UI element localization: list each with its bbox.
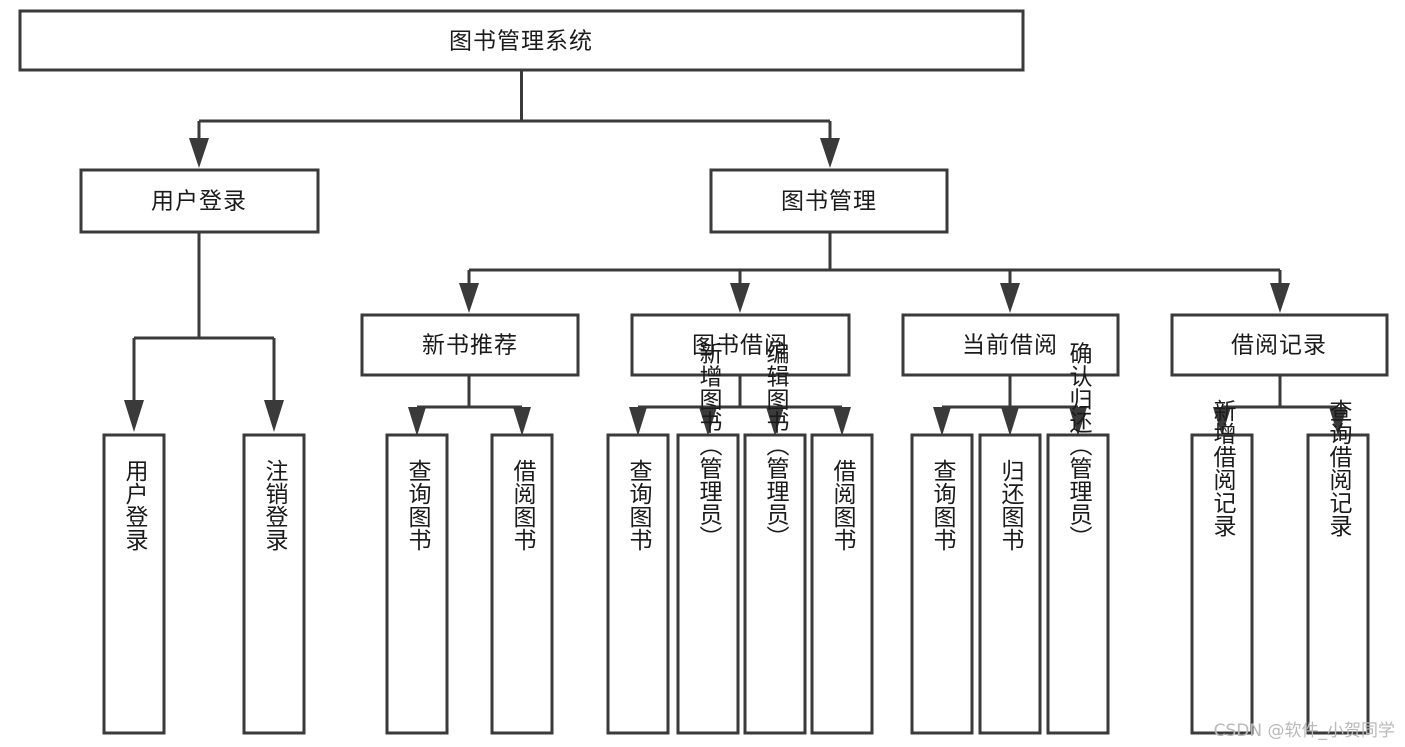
leaf-borrow-book-2[interactable]: 借阅图书 [810, 433, 874, 735]
leaf-query-book-1-label: 查询图书 [404, 459, 432, 551]
arrow-head-user-login [189, 138, 209, 168]
leaf-return-book[interactable]: 归还图书 [978, 433, 1042, 735]
leaf-user-login[interactable]: 用户登录 [102, 433, 166, 735]
node-root-label: 图书管理系统 [449, 29, 593, 55]
arrow-head-book-manage [820, 138, 840, 168]
arrow-head-new-book-recommend [459, 283, 479, 313]
arrow-head-leaf-add-book [699, 407, 717, 436]
arrow-head-leaf-borrow-book-1 [513, 407, 531, 436]
node-new-book-recommend-label: 新书推荐 [422, 333, 518, 359]
leaf-user-logout[interactable]: 注销登录 [242, 433, 306, 735]
leaf-query-book-1-box[interactable] [385, 433, 449, 735]
leaf-query-book-3-box[interactable] [910, 433, 974, 735]
leaf-borrow-book-1-label: 借阅图书 [509, 459, 537, 551]
arrow-head-leaf-query-book-2 [629, 407, 647, 436]
leaf-borrow-book-1-box[interactable] [490, 433, 554, 735]
leaf-user-login-box[interactable] [102, 433, 166, 735]
arrow-head-leaf-user-logout [264, 400, 284, 432]
arrow-head-leaf-query-book-3 [933, 407, 951, 436]
leaf-add-record-box[interactable] [1190, 433, 1254, 735]
leaf-user-login-label: 用户登录 [121, 459, 149, 551]
leaf-query-book-3[interactable]: 查询图书 [910, 433, 974, 735]
leaf-borrow-book-2-box[interactable] [810, 433, 874, 735]
arrow-head-leaf-query-book-1 [408, 407, 426, 436]
leaf-confirm-return[interactable]: 确认归还（管理员） [1046, 342, 1110, 735]
leaf-add-book-box[interactable] [676, 433, 740, 735]
leaf-edit-book[interactable]: 编辑图书（管理员） [743, 342, 807, 735]
arrow-head-borrow-record [1270, 283, 1290, 313]
leaf-add-book[interactable]: 新增图书（管理员） [676, 342, 740, 735]
leaf-confirm-return-box[interactable] [1046, 433, 1110, 735]
arrow-head-leaf-edit-book [766, 407, 784, 436]
leaf-query-book-2-box[interactable] [606, 433, 670, 735]
leaf-confirm-return-label: 确认归还（管理员） [1065, 342, 1093, 549]
leaf-return-book-box[interactable] [978, 433, 1042, 735]
leaf-query-book-2[interactable]: 查询图书 [606, 433, 670, 735]
node-book-manage-box[interactable] [709, 168, 949, 234]
node-book-borrow-box[interactable] [630, 313, 851, 377]
node-borrow-record[interactable]: 借阅记录 [1170, 313, 1389, 377]
node-borrow-record-label: 借阅记录 [1231, 333, 1327, 359]
leaf-add-book-label: 新增图书（管理员） [695, 342, 723, 549]
node-current-borrow-box[interactable] [901, 313, 1120, 377]
leaf-edit-book-label: 编辑图书（管理员） [762, 342, 790, 549]
node-book-borrow[interactable]: 图书借阅 [630, 313, 851, 377]
node-user-login-box[interactable] [79, 168, 320, 234]
node-user-login-label: 用户登录 [151, 189, 247, 215]
leaf-query-book-3-label: 查询图书 [929, 459, 957, 551]
arrow-head-leaf-user-login [124, 400, 144, 432]
arrow-head-leaf-return-book [1001, 407, 1019, 436]
leaf-borrow-book-1[interactable]: 借阅图书 [490, 433, 554, 735]
node-book-borrow-label: 图书借阅 [692, 333, 788, 359]
leaf-query-record-box[interactable] [1306, 433, 1370, 735]
connector-layer [124, 70, 1347, 436]
node-book-manage[interactable]: 图书管理 [709, 168, 949, 234]
arrow-head-leaf-add-record [1213, 407, 1231, 436]
leaf-query-book-1[interactable]: 查询图书 [385, 433, 449, 735]
node-new-book-recommend-box[interactable] [360, 313, 580, 377]
node-current-borrow-label: 当前借阅 [962, 333, 1058, 359]
arrow-head-leaf-query-record [1329, 407, 1347, 436]
arrow-head-leaf-borrow-book-2 [833, 407, 851, 436]
leaf-borrow-book-2-label: 借阅图书 [829, 459, 857, 551]
leaf-user-logout-box[interactable] [242, 433, 306, 735]
leaf-edit-book-box[interactable] [743, 433, 807, 735]
node-current-borrow[interactable]: 当前借阅 [901, 313, 1120, 377]
csdn-watermark: CSDN @软件_小贺同学 [1213, 721, 1395, 741]
arrow-head-leaf-confirm-return [1069, 407, 1087, 436]
leaf-add-record-label: 新增借阅记录 [1209, 399, 1237, 537]
node-root-box[interactable] [18, 9, 1025, 72]
leaf-return-book-label: 归还图书 [997, 459, 1025, 551]
node-user-login[interactable]: 用户登录 [79, 168, 320, 234]
node-borrow-record-box[interactable] [1170, 313, 1389, 377]
leaf-user-logout-label: 注销登录 [261, 459, 289, 551]
arrow-head-current-borrow [1000, 283, 1020, 313]
node-root[interactable]: 图书管理系统 [18, 9, 1025, 72]
leaf-add-record[interactable]: 新增借阅记录 [1190, 399, 1254, 735]
leaf-query-record[interactable]: 查询借阅记录 [1306, 399, 1370, 735]
leaf-query-record-label: 查询借阅记录 [1325, 399, 1353, 537]
leaf-query-book-2-label: 查询图书 [625, 459, 653, 551]
node-book-manage-label: 图书管理 [781, 189, 877, 215]
node-new-book-recommend[interactable]: 新书推荐 [360, 313, 580, 377]
arrow-head-book-borrow [730, 283, 750, 313]
